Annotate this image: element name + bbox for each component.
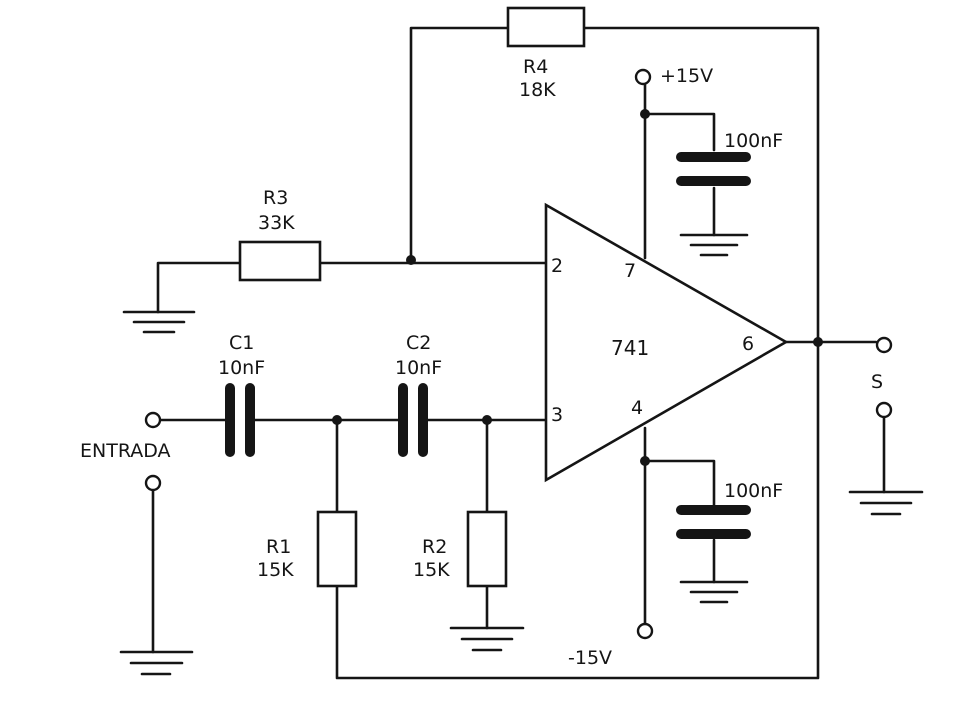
ground-input-icon — [119, 650, 194, 676]
junction-r2 — [482, 415, 492, 425]
label-pin-6: 6 — [742, 333, 754, 355]
junction-vminus — [640, 456, 650, 466]
label-vplus: +15V — [660, 65, 713, 87]
label-r3-name: R3 — [263, 187, 288, 209]
terminal-vplus — [634, 68, 652, 86]
capacitor-bottom — [676, 505, 751, 539]
ground-r3-icon — [122, 310, 196, 334]
terminal-output — [875, 336, 893, 354]
resistor-r4 — [506, 6, 586, 48]
label-c2-value: 10nF — [395, 357, 442, 379]
wire-bottom-loop — [335, 340, 820, 680]
ground-cap-top-icon — [679, 233, 749, 257]
label-r4-name: R4 — [523, 56, 548, 78]
resistor-r3 — [238, 240, 322, 282]
label-pin-7: 7 — [624, 260, 636, 282]
wire-cap-bottom — [643, 459, 716, 507]
terminal-input — [144, 411, 162, 429]
label-opamp-part: 741 — [611, 336, 649, 360]
junction-vplus — [640, 109, 650, 119]
wire-cap-top — [643, 112, 716, 152]
label-pin-4: 4 — [631, 397, 643, 419]
label-pin-3: 3 — [551, 404, 563, 426]
label-r4-value: 18K — [519, 79, 556, 101]
label-c2-name: C2 — [406, 332, 431, 354]
label-r2-value: 15K — [413, 559, 450, 581]
label-r1-value: 15K — [257, 559, 294, 581]
capacitor-top — [676, 152, 751, 186]
ground-cap-bottom-icon — [679, 580, 749, 604]
capacitor-c1 — [225, 383, 255, 457]
terminal-output-ground — [875, 401, 893, 419]
resistor-r2 — [466, 510, 508, 588]
capacitor-c2 — [398, 383, 428, 457]
wire-r3-left — [156, 261, 242, 314]
resistor-r1 — [316, 510, 358, 588]
junction-output — [813, 337, 823, 347]
wires — [151, 26, 886, 680]
junction-r1 — [332, 415, 342, 425]
wire-r4-right — [582, 26, 820, 344]
terminal-vminus — [636, 622, 654, 640]
label-r2-name: R2 — [422, 536, 447, 558]
label-cap-bottom-value: 100nF — [724, 480, 783, 502]
label-vminus: -15V — [568, 647, 612, 669]
terminal-input-ground — [144, 474, 162, 492]
label-pin-2: 2 — [551, 255, 563, 277]
ground-output-icon — [848, 490, 924, 516]
label-output: S — [871, 371, 883, 393]
junction-r3-r4 — [406, 255, 416, 265]
ground-r2-icon — [449, 626, 525, 652]
label-r3-value: 33K — [258, 212, 295, 234]
label-c1-name: C1 — [229, 332, 254, 354]
label-input: ENTRADA — [80, 440, 171, 462]
label-cap-top-value: 100nF — [724, 130, 783, 152]
label-c1-value: 10nF — [218, 357, 265, 379]
label-r1-name: R1 — [266, 536, 291, 558]
opamp-triangle — [544, 202, 789, 483]
wire-r4-left — [409, 26, 510, 262]
